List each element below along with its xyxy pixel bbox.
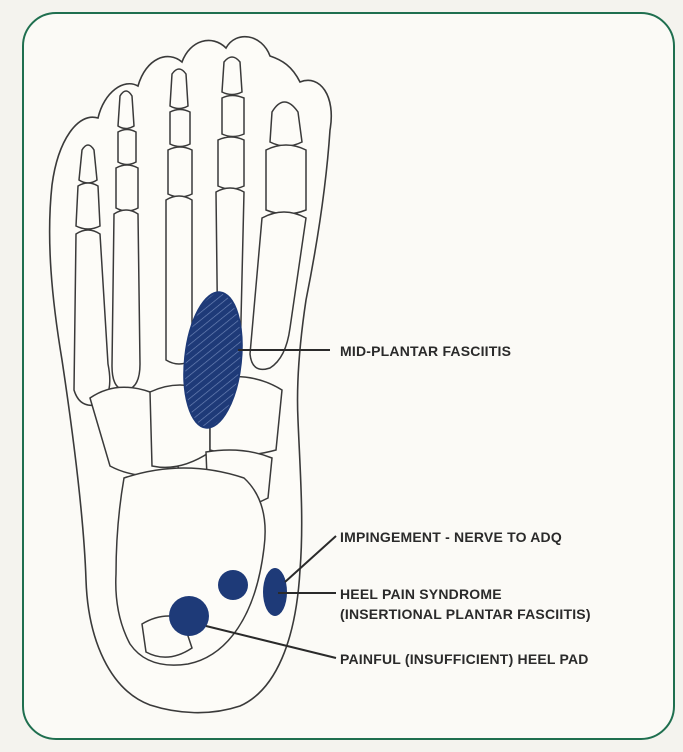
heel-pad-marker	[169, 596, 209, 636]
label-mid-plantar-fasciitis: MID-PLANTAR FASCIITIS	[340, 342, 511, 360]
label-heel-pain-syndrome: HEEL PAIN SYNDROME	[340, 585, 502, 603]
heel-pain-marker	[218, 570, 248, 600]
label-painful-heel-pad: PAINFUL (INSUFFICIENT) HEEL PAD	[340, 650, 589, 668]
label-insertional-plantar-fasciitis: (INSERTIONAL PLANTAR FASCIITIS)	[340, 605, 591, 623]
label-impingement: IMPINGEMENT - NERVE TO ADQ	[340, 528, 562, 546]
